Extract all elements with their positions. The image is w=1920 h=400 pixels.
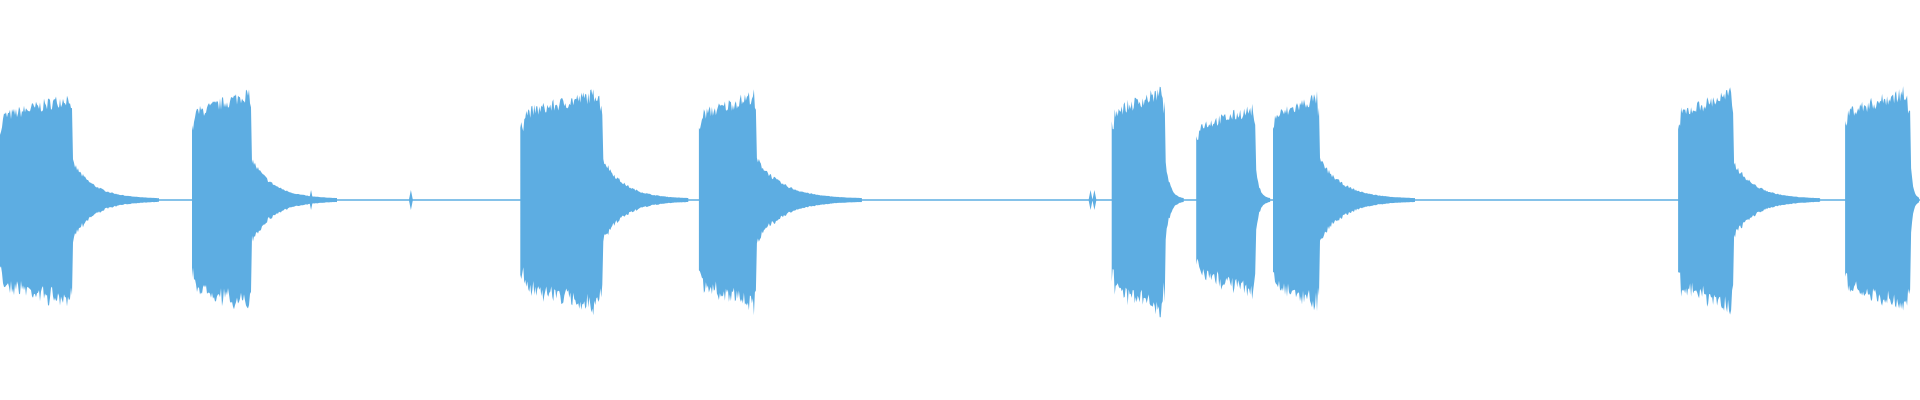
waveform-click-1: [309, 190, 314, 210]
waveform-burst-1: [0, 95, 159, 307]
waveform-burst-3: [520, 89, 689, 316]
waveform-burst-5: [1111, 86, 1184, 318]
waveform-burst-2: [192, 89, 337, 310]
waveform-click-4: [1088, 190, 1093, 210]
waveform-bursts: [0, 86, 1920, 318]
waveform-burst-8: [1678, 87, 1821, 315]
waveform-click-3: [1092, 190, 1097, 210]
waveform-burst-9: [1845, 86, 1920, 311]
waveform-burst-6: [1196, 103, 1271, 300]
waveform-burst-7: [1273, 91, 1415, 312]
waveform-click-2: [408, 190, 413, 210]
waveform-burst-4: [698, 89, 862, 316]
